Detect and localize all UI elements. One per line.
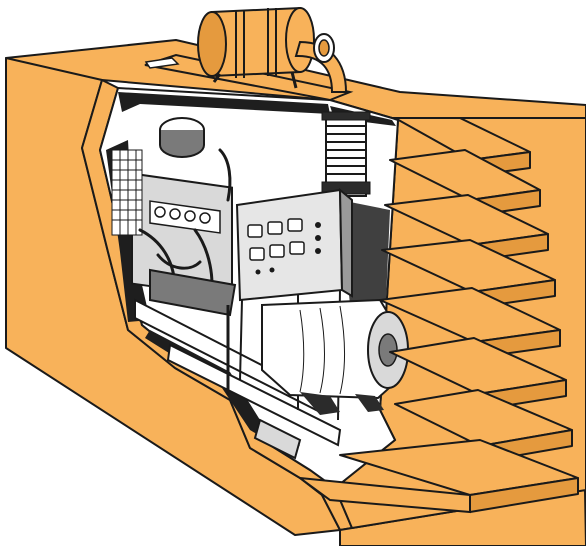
radiator [111, 149, 143, 236]
panel-gauge [267, 221, 283, 235]
panel-gauge [269, 244, 285, 258]
engine [111, 117, 237, 317]
panel-gauge [287, 218, 303, 232]
muffler [144, 6, 354, 102]
alternator [261, 298, 409, 415]
panel-gauge [247, 224, 263, 238]
exhaust-bellows [321, 111, 371, 197]
louver-stack [339, 117, 579, 513]
bottom-intake-slot [296, 476, 471, 514]
panel-gauge [249, 247, 265, 261]
panel-gauge [289, 241, 305, 255]
